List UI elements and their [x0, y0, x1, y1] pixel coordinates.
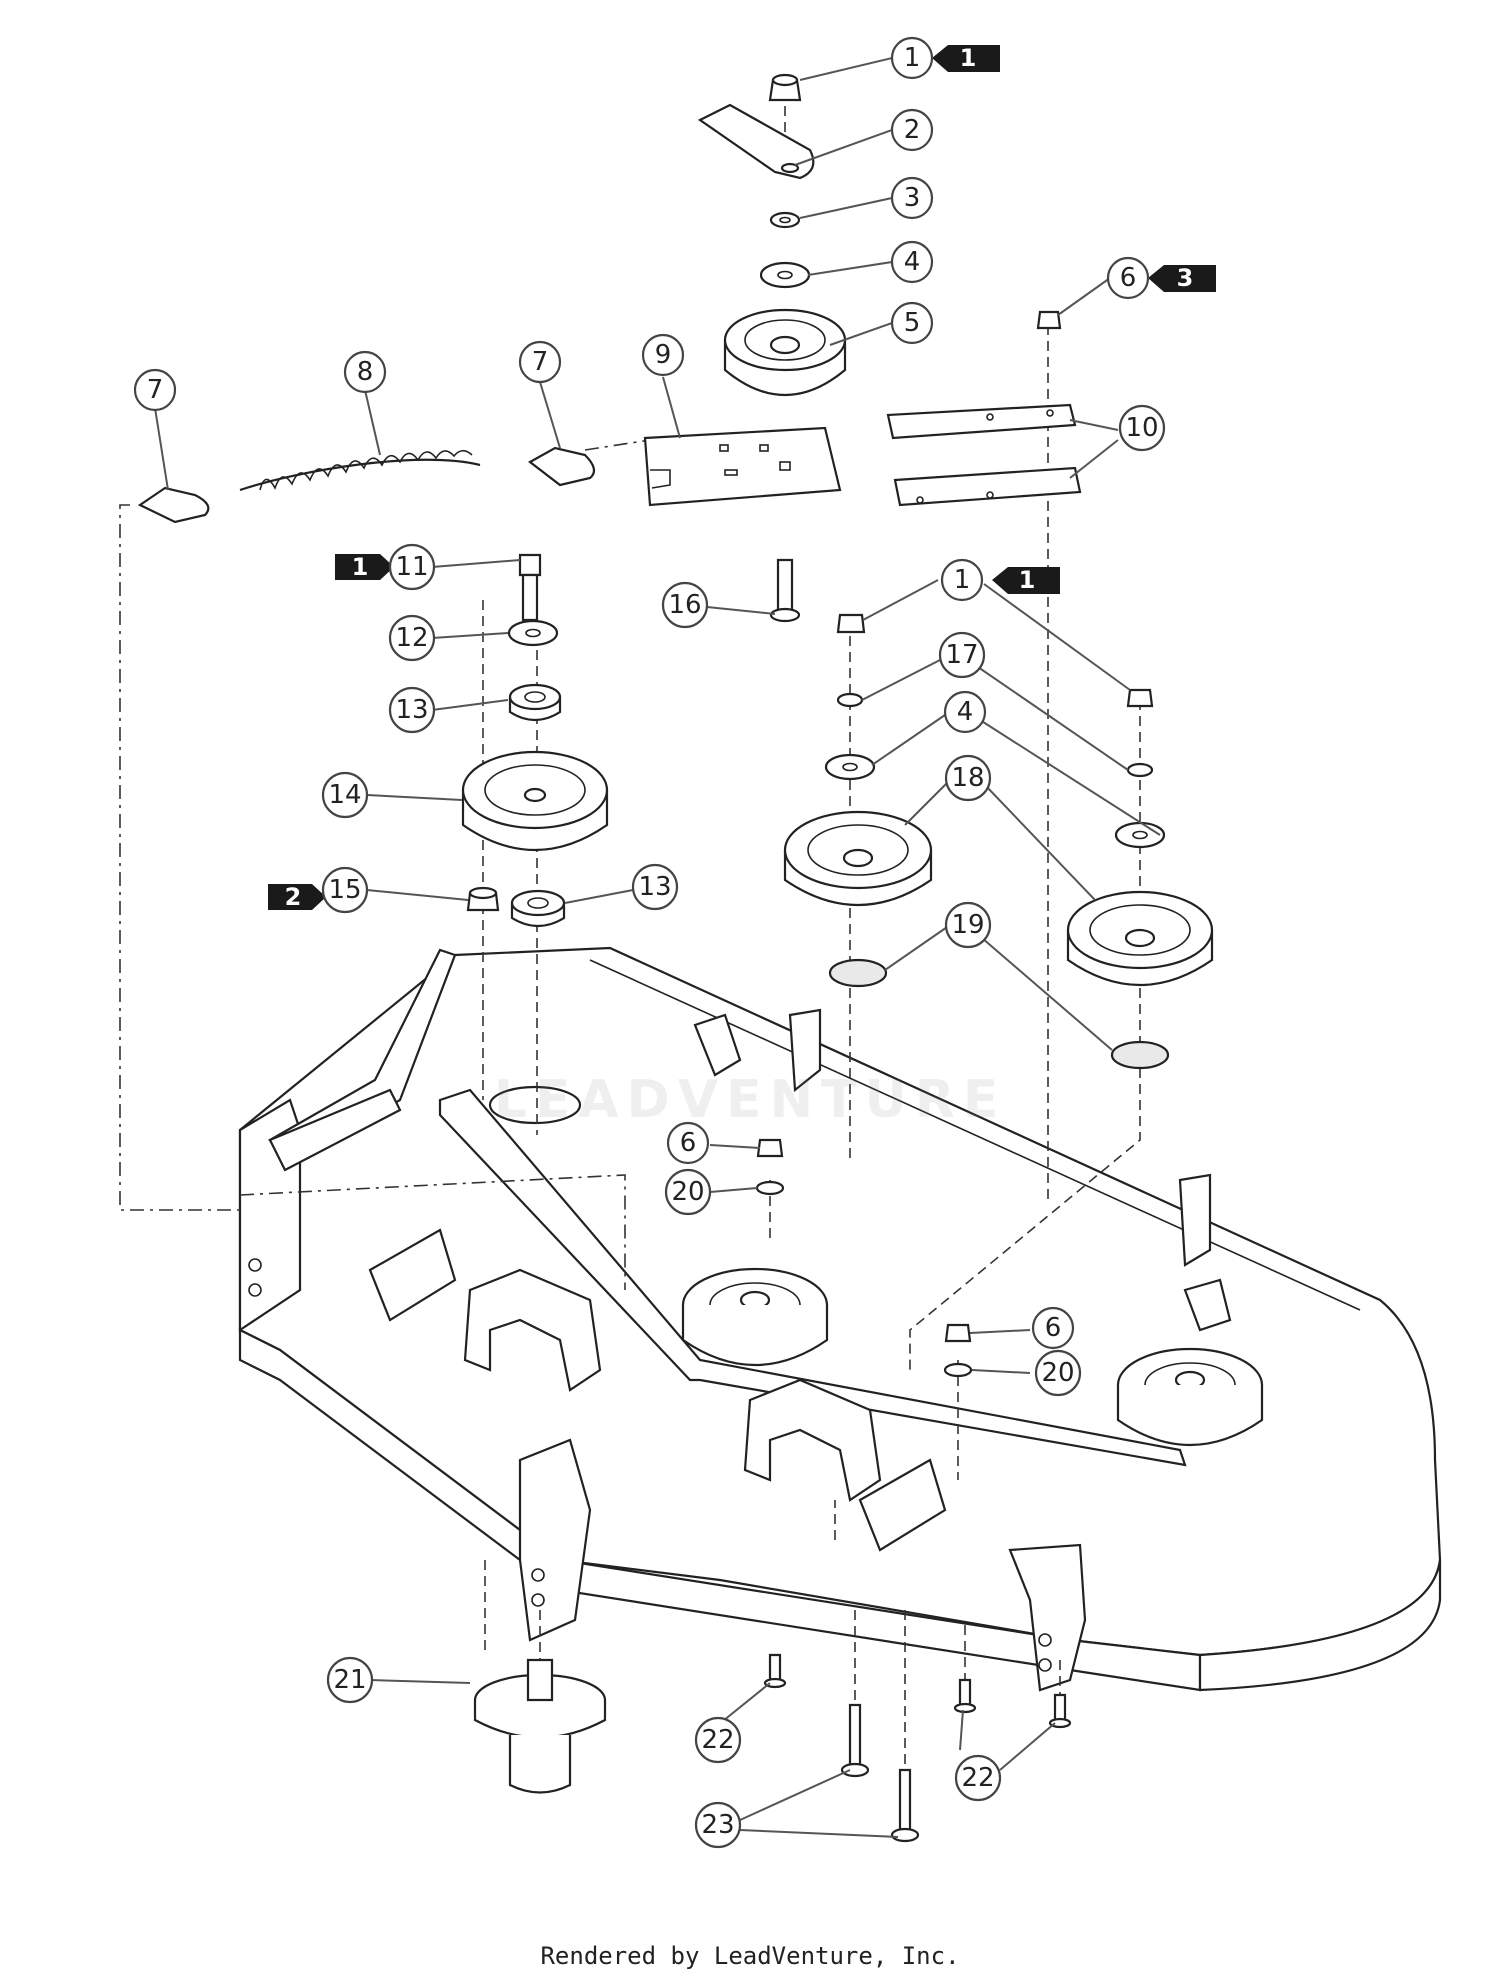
callout-c1a: 1 [890, 36, 934, 80]
callout-c18: 18 [944, 754, 992, 802]
reference-flag-f1c: 1 [992, 566, 1060, 594]
svg-text:6: 6 [1045, 1313, 1062, 1343]
callout-c1b: 1 [940, 558, 984, 602]
callout-c5: 5 [890, 301, 934, 345]
leader-lines [154, 57, 1161, 1838]
svg-text:10: 10 [1125, 413, 1158, 443]
callout-c10: 10 [1118, 404, 1166, 452]
callout-c22b: 22 [954, 1754, 1002, 1802]
callout-c19: 19 [944, 901, 992, 949]
hardware-parts [137, 73, 1214, 1843]
callout-c14: 14 [321, 771, 369, 819]
callout-c6c: 6 [1031, 1306, 1075, 1350]
svg-text:14: 14 [328, 780, 361, 810]
svg-text:12: 12 [395, 623, 428, 653]
svg-text:1: 1 [954, 565, 971, 595]
callout-c4b: 4 [943, 690, 987, 734]
callout-c15: 15 [321, 866, 369, 914]
callout-c20a: 20 [664, 1168, 712, 1216]
callout-c9: 9 [641, 333, 685, 377]
svg-text:20: 20 [671, 1177, 704, 1207]
svg-text:5: 5 [904, 308, 921, 338]
svg-text:20: 20 [1041, 1358, 1074, 1388]
svg-text:1: 1 [1019, 566, 1036, 594]
svg-text:6: 6 [1120, 263, 1137, 293]
callout-c17: 17 [938, 631, 986, 679]
callout-c8: 8 [343, 350, 387, 394]
svg-text:3: 3 [904, 183, 921, 213]
svg-text:4: 4 [904, 247, 921, 277]
callout-c13b: 13 [631, 863, 679, 911]
svg-text:13: 13 [395, 695, 428, 725]
footer-credit: Rendered by LeadVenture, Inc. [540, 1942, 960, 1970]
svg-text:18: 18 [951, 763, 984, 793]
callout-c7b: 7 [518, 340, 562, 384]
reference-flag-f1b: 1 [335, 553, 394, 581]
svg-text:22: 22 [701, 1725, 734, 1755]
callout-c23: 23 [694, 1801, 742, 1849]
svg-text:11: 11 [395, 552, 428, 582]
svg-text:1: 1 [352, 553, 369, 581]
svg-text:8: 8 [357, 357, 374, 387]
svg-text:6: 6 [680, 1128, 697, 1158]
callout-c16: 16 [661, 581, 709, 629]
reference-flag-f1a: 1 [932, 44, 1000, 72]
callout-c6a: 6 [1106, 256, 1150, 300]
svg-text:2: 2 [285, 883, 302, 911]
callout-c20b: 20 [1034, 1349, 1082, 1397]
callout-c6b: 6 [666, 1121, 710, 1165]
callout-c4a: 4 [890, 240, 934, 284]
svg-text:2: 2 [904, 115, 921, 145]
svg-text:7: 7 [147, 375, 164, 405]
svg-text:22: 22 [961, 1763, 994, 1793]
callout-c11: 11 [388, 543, 436, 591]
reference-flag-f2: 2 [268, 883, 326, 911]
svg-text:19: 19 [951, 910, 984, 940]
callout-c2: 2 [890, 108, 934, 152]
svg-text:4: 4 [957, 697, 974, 727]
callout-c13a: 13 [388, 686, 436, 734]
svg-text:23: 23 [701, 1810, 734, 1840]
svg-text:1: 1 [904, 43, 921, 73]
callout-c7a: 7 [133, 368, 177, 412]
callout-c12: 12 [388, 614, 436, 662]
reference-flag-f3: 3 [1148, 264, 1216, 292]
svg-text:3: 3 [1177, 264, 1194, 292]
svg-text:17: 17 [945, 640, 978, 670]
svg-text:7: 7 [532, 347, 549, 377]
callout-c3: 3 [890, 176, 934, 220]
svg-text:13: 13 [638, 872, 671, 902]
mower-deck [238, 946, 1442, 1692]
callout-c21: 21 [326, 1656, 374, 1704]
svg-text:16: 16 [668, 590, 701, 620]
svg-text:21: 21 [333, 1665, 366, 1695]
callout-c22a: 22 [694, 1716, 742, 1764]
watermark: LEADVENTURE [493, 1070, 1007, 1130]
svg-text:15: 15 [328, 875, 361, 905]
svg-text:9: 9 [655, 340, 672, 370]
svg-text:1: 1 [960, 44, 977, 72]
